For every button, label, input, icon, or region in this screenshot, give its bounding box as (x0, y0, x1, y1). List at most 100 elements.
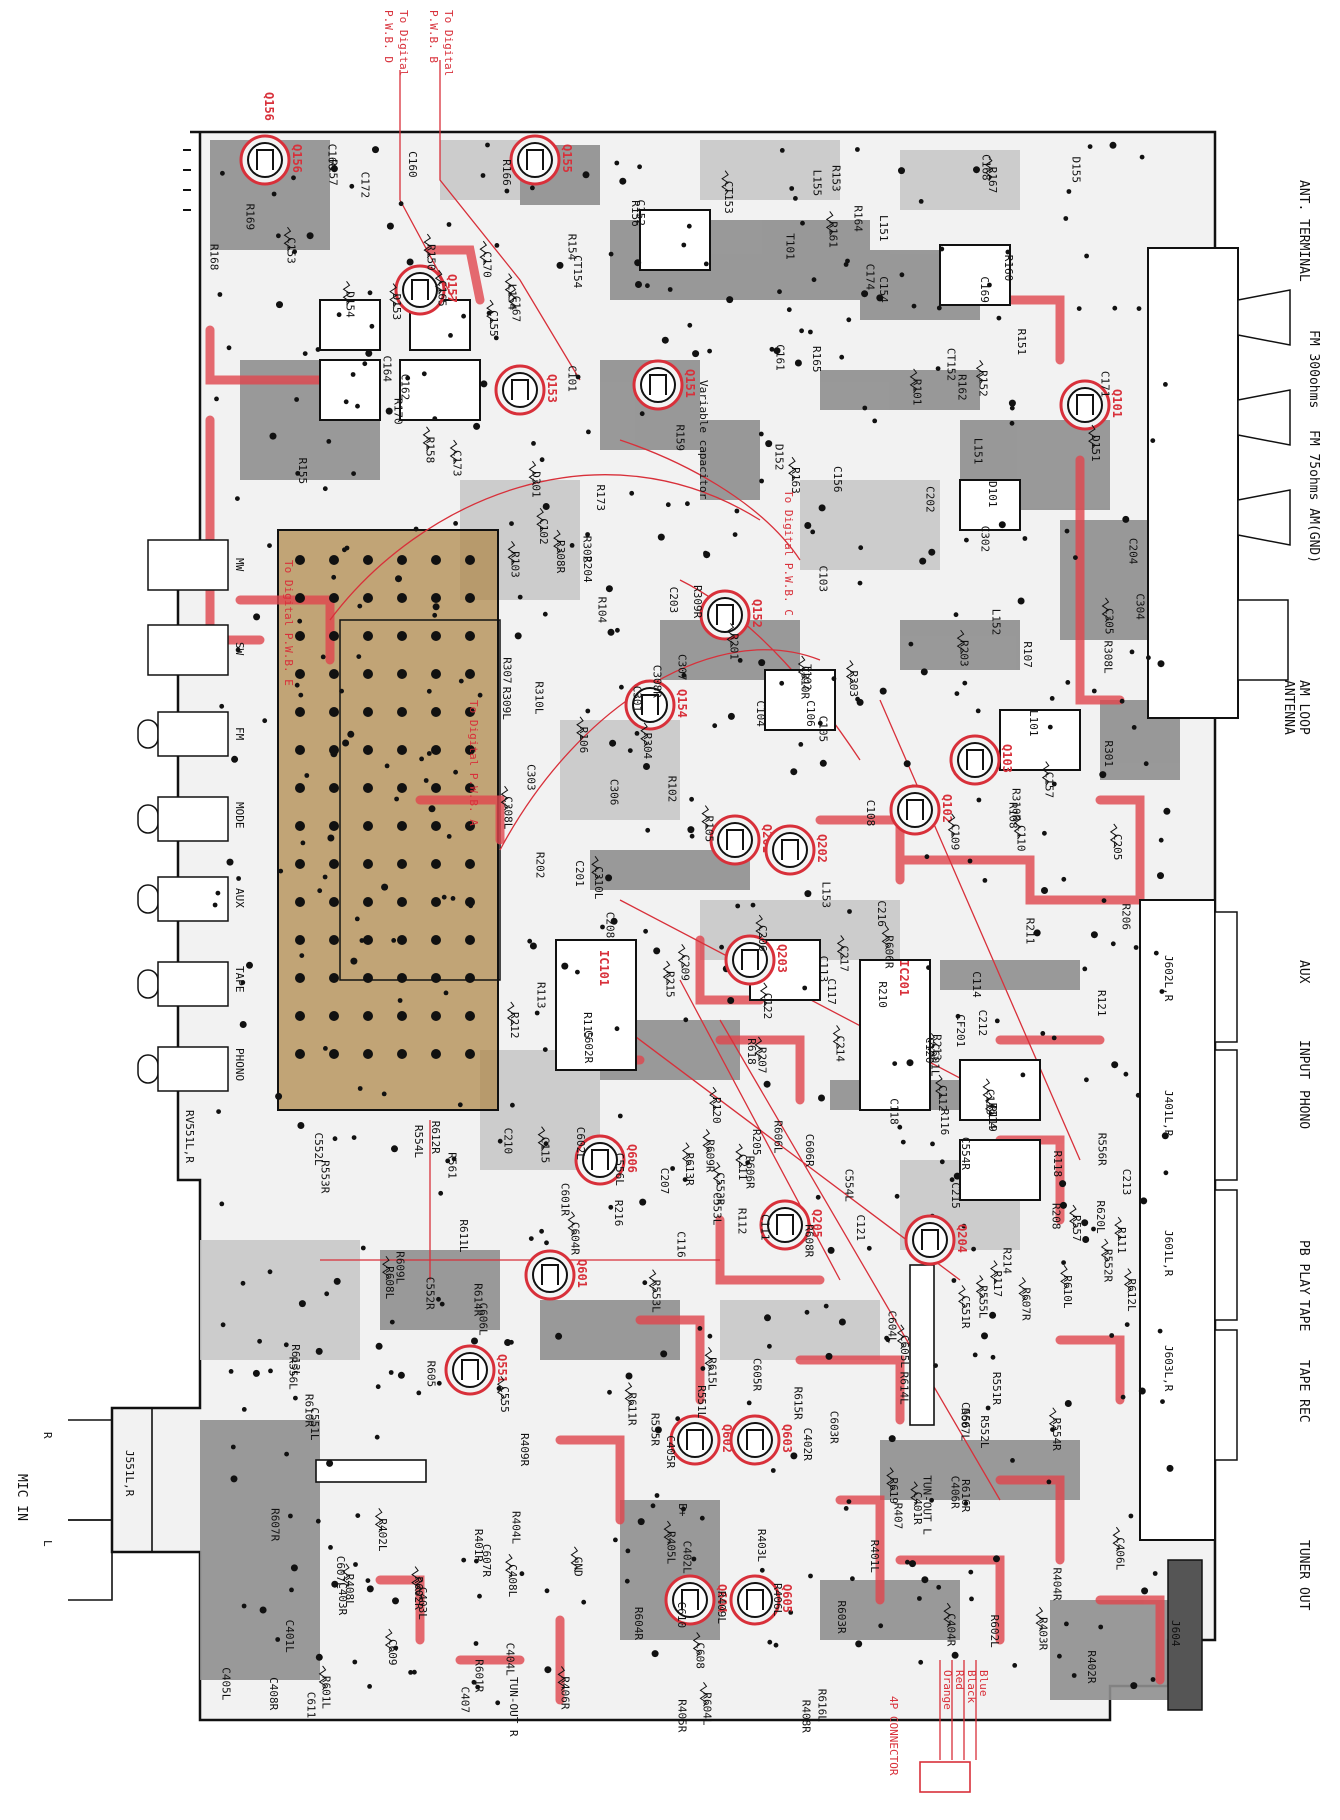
component-ref-label: C101 (566, 365, 579, 392)
component-ref-label: R609L (393, 1251, 406, 1284)
solder-pad (763, 1080, 771, 1088)
solder-pad (962, 680, 968, 686)
transistor-label: Q603 (780, 1424, 794, 1453)
transistor-label: Q601 (575, 1259, 589, 1288)
component-ref-label: R607L (959, 1408, 972, 1441)
solder-pad (939, 246, 945, 252)
transistor-q154: Q154 (624, 679, 689, 731)
component-ref-label: R107 (1021, 641, 1034, 668)
solder-pad (858, 545, 864, 551)
solder-pad (1081, 1219, 1089, 1227)
solder-pad (457, 1102, 463, 1108)
solder-pad (354, 916, 360, 922)
transistor-label: Q203 (775, 944, 789, 973)
component-ref-label: R551L (695, 1385, 708, 1418)
component-ref-label: R214 (1001, 1248, 1014, 1275)
component-ref-label: L152 (990, 609, 1003, 636)
component-ref-label: R161 (827, 221, 840, 248)
component-ref-label: R212 (508, 1012, 521, 1039)
switch-pad (329, 631, 339, 641)
solder-pad (953, 1172, 961, 1180)
resistor-symbol (389, 283, 398, 308)
component-ref-label: R111 (1115, 1227, 1128, 1254)
solder-pad (727, 712, 735, 720)
component-ref-label: R166 (500, 159, 513, 186)
fm-300-label: FM 300ohms (1306, 330, 1321, 408)
component-ref-label: R155 (296, 458, 309, 485)
solder-pad (386, 222, 394, 230)
solder-pad (929, 1497, 934, 1503)
resistor-symbol (496, 1375, 505, 1401)
solder-pad (477, 692, 483, 698)
solder-pad (1122, 515, 1130, 523)
component-ref-label: D155 (1069, 157, 1082, 184)
component-ref-label: C402R (801, 1428, 814, 1461)
switch-pad (431, 973, 441, 983)
component-ref-label: L155 (811, 170, 824, 197)
solder-pad (357, 603, 363, 609)
solder-pad (375, 1384, 381, 1390)
switch-pad (465, 631, 475, 641)
connector-label: 4P CONNECTOR (887, 1696, 900, 1776)
solder-pad (494, 243, 500, 248)
switch-pad (397, 935, 407, 945)
component-ref-label: R157 (326, 159, 339, 186)
resistor-symbol (735, 1143, 744, 1169)
component-ref-label: C405L (219, 1667, 232, 1700)
component-ref-label: C161 (773, 344, 786, 371)
solder-pad (955, 1013, 961, 1019)
switch-pad (363, 745, 373, 755)
solder-pad (1065, 680, 1071, 685)
solder-pad (1143, 761, 1149, 767)
switch-pad (363, 555, 373, 565)
solder-pad (219, 703, 225, 709)
solder-pad (614, 1026, 620, 1032)
component-ref-label: R208 (1050, 1203, 1063, 1230)
solder-pad (480, 380, 488, 388)
solder-pad (810, 529, 816, 535)
component-ref-label: R601R (473, 1659, 486, 1692)
resistor-symbol (927, 1033, 936, 1058)
component-ref-label: C164 (381, 356, 394, 383)
solder-pad (253, 613, 261, 621)
component-ref-label: R606R (743, 1156, 756, 1189)
solder-pad (381, 1091, 387, 1097)
solder-pad (1140, 1197, 1148, 1205)
solder-pad (1161, 1132, 1169, 1140)
switch-pad (465, 973, 475, 983)
solder-pad (1064, 528, 1070, 534)
ic101-label: IC101 (597, 950, 611, 986)
solder-pad (432, 612, 438, 618)
solder-pad (292, 249, 297, 255)
solder-pad (350, 957, 358, 965)
l-label: L (41, 1540, 54, 1547)
component-ref-label: R615R (792, 1387, 805, 1420)
solder-pad (331, 1580, 339, 1588)
component-ref-label: C216 (875, 900, 888, 927)
component-ref-label: C162 (399, 374, 412, 401)
switch-pad (431, 897, 441, 907)
component-ref-label: R409R (518, 1433, 531, 1466)
solder-pad (257, 1338, 262, 1344)
component-ref-label: R164 (852, 205, 865, 232)
transistor-q152: Q152 (699, 589, 764, 641)
solder-pad (600, 924, 605, 930)
component-ref-label: C603R (828, 1411, 841, 1444)
solder-pad (369, 323, 375, 329)
component-ref-label: D301 (529, 471, 542, 498)
component-ref-label: C115 (539, 1137, 552, 1164)
solder-pad (996, 315, 1002, 321)
solder-pad (719, 944, 724, 950)
transistor-q205: Q205 (759, 1199, 824, 1251)
solder-pad (737, 658, 743, 663)
component-ref-label: R153 (830, 165, 843, 192)
switch-pad (397, 821, 407, 831)
solder-pad (650, 1503, 656, 1509)
mode-label: MODE (233, 802, 246, 829)
component-ref-label: C121 (854, 1215, 867, 1242)
transistor-q157: Q157 (394, 264, 459, 316)
component-ref-label: C601R (559, 1183, 572, 1216)
solder-pad (1009, 405, 1015, 411)
solder-pad (360, 1245, 366, 1251)
resistor-symbol (434, 269, 443, 295)
